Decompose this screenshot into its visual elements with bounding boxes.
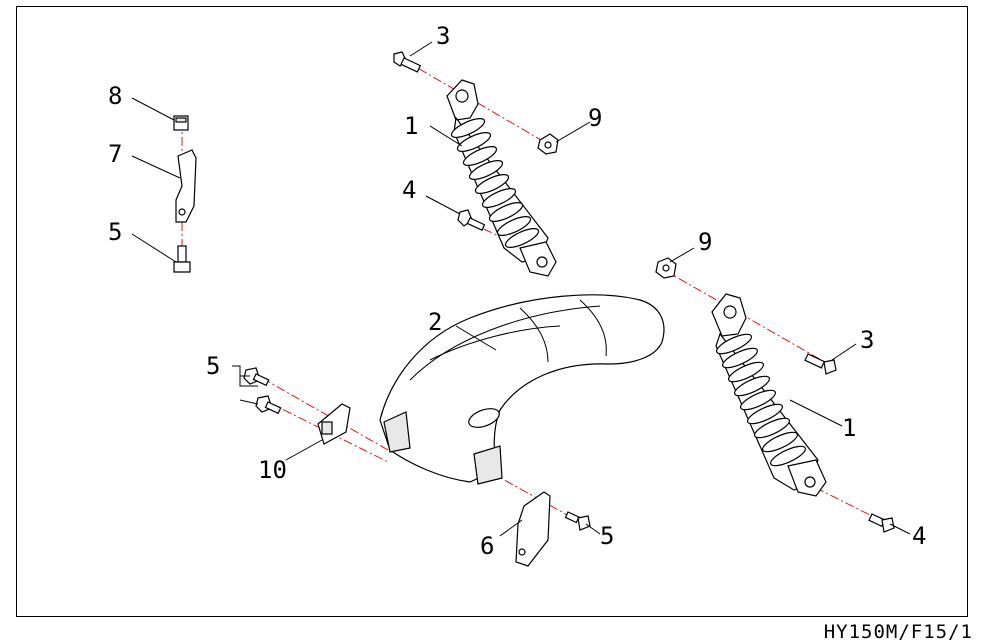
rear-fender [379,294,665,485]
bolt-3-upper [393,51,422,73]
shock-absorber-right [711,293,827,497]
bolt-3-right [804,353,837,375]
callout-7: 7 [108,140,122,168]
nut-9-right [655,257,677,279]
callout-5-mid: 5 [206,352,220,380]
callout-3-upper: 3 [436,22,450,50]
bolt-5-mid-b [255,395,282,415]
callout-5-left: 5 [108,218,122,246]
callout-1-upper: 1 [404,112,418,140]
leader-lines [131,41,911,537]
callout-5-low: 5 [600,522,614,550]
callout-10: 10 [258,456,287,484]
shock-absorber-left [446,79,557,277]
callout-4-upper: 4 [402,176,416,204]
callout-9-right: 9 [698,228,712,256]
bolt-4-right [868,513,895,533]
drawing-frame [16,6,968,617]
nut-8 [173,115,189,131]
callout-4-right: 4 [912,522,926,550]
callout-9-upper: 9 [588,104,602,132]
bolt-4-upper [457,209,486,231]
bracket-lower [515,491,551,567]
bolt-5-left [173,245,191,273]
callout-1-right: 1 [842,414,856,442]
callouts: 8 7 5 3 1 9 4 9 2 3 1 4 5 10 6 5 [108,22,926,560]
nut-9-upper [537,133,559,155]
callout-2: 2 [428,308,442,336]
plate [317,403,351,445]
callout-8: 8 [108,82,122,110]
callout-6: 6 [480,532,494,560]
hardware [173,51,895,533]
callout-3-right: 3 [860,326,874,354]
drawing-code: HY150M/F15/1 [823,621,973,643]
bracket-upper-left [175,149,197,223]
bolt-5-low [564,511,591,531]
bolt-5-mid-a [243,367,270,387]
